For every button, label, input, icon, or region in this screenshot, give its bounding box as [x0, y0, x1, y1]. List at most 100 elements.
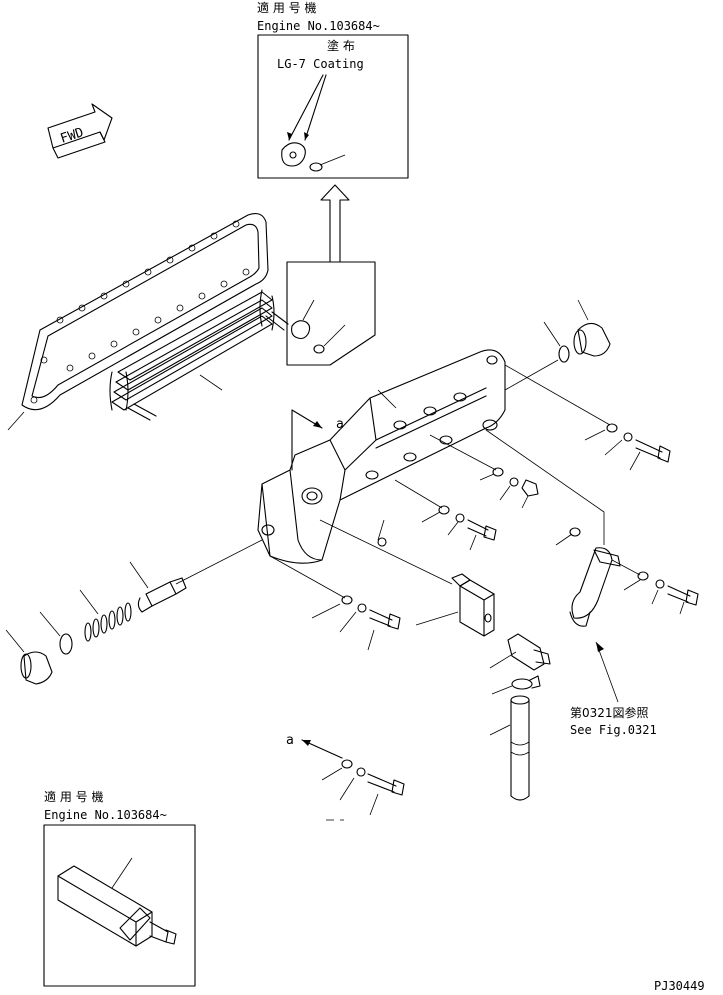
- up-arrow-shape: [320, 184, 350, 263]
- bottom-inset-box: [43, 824, 196, 987]
- bolt-5-leaders: [321, 767, 379, 816]
- bolt-3-head: [483, 525, 497, 541]
- small-plug: [377, 537, 387, 547]
- sensor-fitting: [319, 519, 495, 637]
- washer-5a: [341, 759, 353, 769]
- cover-bosses: [261, 355, 498, 536]
- bolt-3-shank: [467, 519, 489, 537]
- pipe-centerline: [485, 429, 605, 545]
- gasket-leader: [7, 411, 25, 431]
- washer-4b: [357, 603, 367, 613]
- pipe-bolt-shank: [667, 585, 691, 603]
- bolt-5-head: [391, 779, 405, 796]
- washer-2a: [492, 467, 504, 477]
- cooler-pipe: [265, 311, 289, 331]
- bolt-1-head: [657, 445, 671, 463]
- washer-2b: [509, 477, 519, 487]
- pipe-bolt-line: [611, 559, 641, 576]
- bolt-line-2: [429, 434, 497, 471]
- water-pipe: 第0321図参照 See Fig.0321: [485, 429, 699, 737]
- detail-box-frame: [286, 261, 376, 366]
- connector-leader: [489, 651, 517, 669]
- valve-tip: [169, 577, 187, 595]
- connector-nose: [533, 649, 551, 665]
- cooler-plate-1: [117, 291, 273, 381]
- top-inset-engine: Engine No.103684~: [257, 19, 380, 33]
- small-flange-part: [281, 142, 306, 167]
- view-mark-upper: a: [291, 409, 344, 471]
- reference-en: See Fig.0321: [570, 723, 657, 737]
- view-mark-upper-arrow: [313, 421, 322, 428]
- detail-flange: [291, 320, 311, 340]
- valve-centerline: [175, 539, 263, 585]
- bolt-5-shank: [367, 773, 397, 793]
- valve-plug: [23, 651, 53, 685]
- clamp-tab: [529, 675, 541, 689]
- washer-3b: [455, 513, 465, 523]
- washer-5b: [356, 767, 366, 777]
- cover-body: [257, 349, 506, 564]
- clamp-ring: [511, 678, 533, 690]
- fwd-arrow-shape: [47, 103, 113, 149]
- bolt-line-1: [504, 364, 611, 426]
- sensor-edges: [459, 585, 495, 637]
- sensor-leader: [415, 611, 459, 626]
- view-mark-upper-lines: [291, 409, 323, 471]
- gasket: [7, 213, 269, 431]
- connector: [489, 633, 551, 671]
- bolt-line-4: [269, 555, 346, 599]
- plug-top: [504, 299, 611, 391]
- fwd-label: FWD: [59, 125, 86, 147]
- detail-oring: [313, 344, 325, 354]
- spring-leader: [79, 589, 99, 615]
- pipe-oring-leader: [555, 533, 573, 546]
- detail-box: [286, 261, 376, 366]
- up-arrow: [320, 184, 350, 263]
- view-mark-lower-arrow: [302, 740, 311, 746]
- view-mark-lower: a: [286, 733, 343, 759]
- plug-centerline: [504, 359, 559, 391]
- sensor-centerline: [319, 519, 453, 585]
- washer-1a: [606, 423, 618, 433]
- bottom-inset-engine: Engine No.103684~: [44, 808, 167, 822]
- bolt-4-head: [387, 613, 401, 630]
- hose: [489, 695, 530, 801]
- sensor-body: [459, 579, 495, 637]
- plug-top-body: [577, 322, 611, 357]
- plug-top-leader: [577, 299, 589, 321]
- pipe-flange-top: [593, 549, 621, 567]
- plug-small-leader: [377, 519, 385, 541]
- valve-spring: [84, 602, 132, 642]
- hose-ribs: [510, 741, 530, 756]
- pipe-pointer-arrow: [596, 642, 604, 652]
- gasket-outer: [21, 213, 269, 411]
- coating-leader-arrows: [287, 132, 309, 140]
- reference-ja: 第0321図参照: [570, 705, 649, 720]
- cooler-end-left: [109, 371, 129, 411]
- small-flange-hole: [289, 151, 297, 159]
- coating-leader-1: [288, 74, 324, 141]
- clamp-leader: [491, 685, 513, 695]
- top-inset: 適 用 号 機 Engine No.103684~ 塗 布 LG-7 Coati…: [257, 0, 409, 179]
- sensor-tip: [451, 573, 471, 587]
- pipe-oring: [569, 527, 581, 537]
- pipe-pointer: [595, 641, 619, 703]
- hose-top: [510, 695, 530, 705]
- valve-plug-face: [20, 653, 32, 679]
- cooler-plate-3: [113, 307, 273, 401]
- bolt-4-leaders: [311, 603, 375, 651]
- view-mark-upper-label: a: [336, 417, 344, 432]
- small-oring-part: [309, 162, 323, 172]
- inset-sensor-tip: [149, 921, 169, 943]
- pipe-bolt-head: [685, 589, 699, 606]
- gasket-holes: [30, 220, 250, 404]
- cooler-leader: [199, 374, 223, 391]
- inset-sensor-nut: [119, 907, 151, 941]
- washer-1b: [623, 432, 633, 442]
- bottom-inset: 適 用 号 機 Engine No.103684~: [43, 789, 196, 987]
- oring-top-leader: [543, 321, 561, 347]
- valve-oring-leader: [39, 611, 61, 637]
- relief-valve-stack: [5, 539, 263, 685]
- cover-flange-edge: [261, 469, 323, 561]
